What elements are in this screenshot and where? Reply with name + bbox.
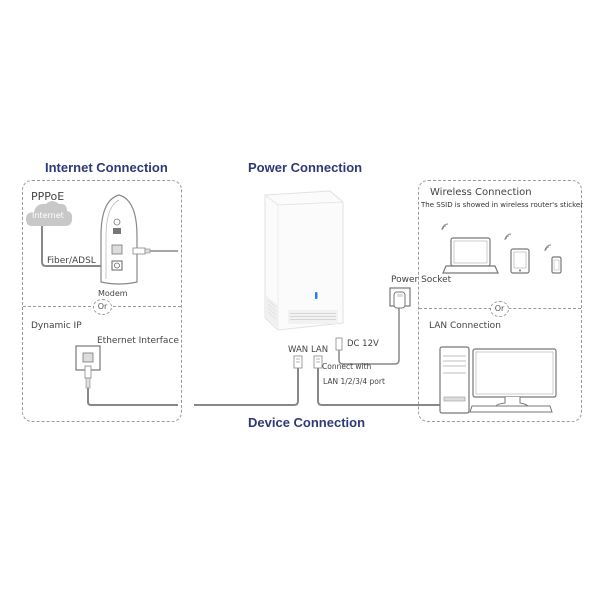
desktop-tower-icon — [439, 346, 470, 414]
modem-ethernet-plug — [132, 247, 178, 255]
device-connection-box — [418, 180, 582, 422]
connect-with-label: Connect with — [322, 362, 372, 371]
internet-or-badge: Or — [93, 299, 112, 315]
wan-cable — [194, 368, 299, 406]
dc-12v-label: DC 12V — [347, 339, 379, 349]
wan-label: WAN — [288, 345, 309, 355]
router-icon — [264, 190, 344, 331]
phone-icon — [551, 256, 562, 274]
lan-cable — [317, 368, 440, 406]
fiber-cable — [41, 226, 112, 267]
device-connection-title: Device Connection — [248, 415, 366, 430]
lan-plug — [313, 355, 323, 369]
monitor-icon — [469, 348, 557, 413]
wan-plug — [293, 355, 303, 369]
lan-ports-label: LAN 1/2/3/4 port — [323, 377, 385, 386]
modem-label: Modem — [98, 289, 128, 298]
internet-cloud-icon — [26, 201, 73, 226]
power-cable — [338, 308, 400, 365]
wifi-signal-icons — [441, 223, 552, 252]
internet-connection-box — [22, 180, 182, 422]
dc-plug — [335, 337, 343, 360]
power-socket-label: Power Socket — [391, 275, 452, 285]
dynamic-ip-label: Dynamic IP — [31, 321, 82, 331]
device-or-badge: Or — [490, 301, 509, 317]
ssid-note-label: The SSID is showed in wireless router's … — [421, 201, 584, 209]
modem-icon — [100, 194, 138, 285]
internet-connection-title: Internet Connection — [45, 160, 168, 175]
internet-cloud-label: Internet — [32, 211, 64, 220]
tablet-icon — [510, 248, 530, 274]
lan-connection-label: LAN Connection — [429, 321, 501, 331]
ethernet-interface-label: Ethernet Interface — [97, 336, 179, 346]
ethernet-wall-jack-icon — [75, 345, 101, 389]
pppoe-label: PPPoE — [31, 190, 65, 203]
power-connection-title: Power Connection — [248, 160, 363, 175]
dynamic-ip-cable — [87, 388, 178, 406]
power-socket-icon — [389, 287, 411, 309]
fiber-adsl-label: Fiber/ADSL — [47, 256, 96, 266]
laptop-icon — [442, 237, 499, 274]
wireless-connection-label: Wireless Connection — [430, 187, 532, 198]
router-led — [315, 292, 318, 299]
lan-label: LAN — [311, 345, 329, 355]
